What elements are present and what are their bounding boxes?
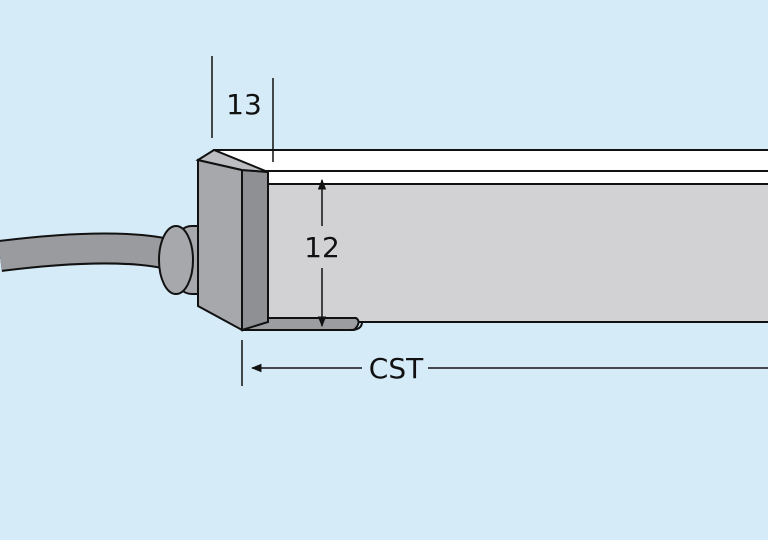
end-cap-side <box>241 168 269 332</box>
depth-label: 13 <box>226 88 262 121</box>
height-label: 12 <box>304 231 340 264</box>
length-dimension: CST <box>241 340 768 386</box>
cable-fill <box>0 234 180 270</box>
end-cap <box>195 148 363 332</box>
depth-dimension: 13 <box>211 56 274 162</box>
length-label: CST <box>369 352 424 385</box>
end-cap-face <box>197 158 243 332</box>
end-cap-top <box>195 148 269 173</box>
profile-body <box>267 183 768 323</box>
lens-strip <box>212 149 768 185</box>
height-dimension: 12 <box>304 178 340 328</box>
cable <box>0 232 181 272</box>
